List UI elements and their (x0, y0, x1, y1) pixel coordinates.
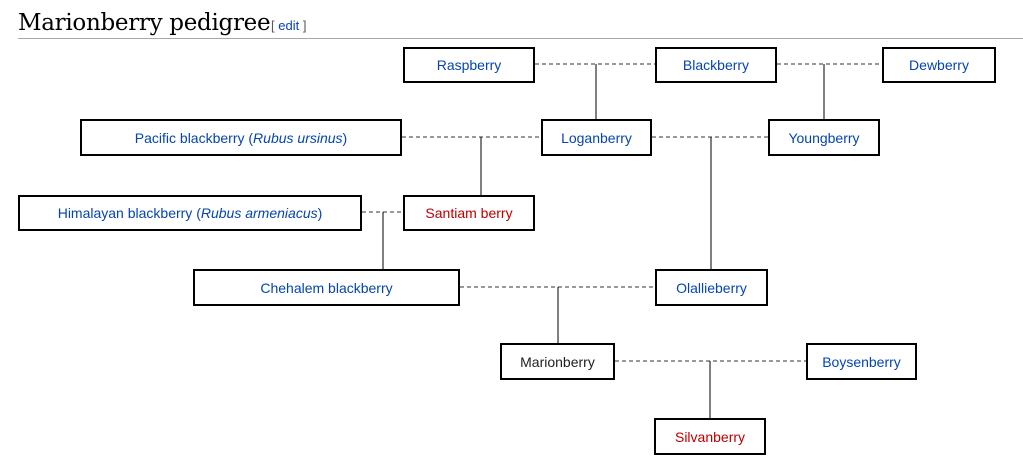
node-olallieberry: Olallieberry (655, 269, 768, 306)
pacific-label-prefix: Pacific blackberry ( (134, 129, 254, 146)
node-loganberry: Loganberry (541, 119, 652, 156)
olallieberry-link[interactable]: Olallieberry (676, 279, 747, 296)
himalayan-blackberry-link[interactable]: Himalayan blackberry (Rubus armeniacus) (58, 205, 323, 221)
node-blackberry: Blackberry (655, 47, 777, 83)
node-chehalem-blackberry: Chehalem blackberry (193, 269, 460, 306)
node-boysenberry: Boysenberry (806, 343, 917, 380)
blackberry-link[interactable]: Blackberry (682, 57, 750, 73)
pacific-species-name: Rubus ursinus (253, 129, 343, 146)
node-silvanberry: Silvanberry (654, 418, 766, 455)
pacific-blackberry-link[interactable]: Pacific blackberry (Rubus ursinus) (135, 130, 347, 146)
edit-section: [ edit ] (271, 18, 306, 33)
page-title: Marionberry pedigree (18, 10, 271, 36)
pacific-label-suffix: ) (342, 129, 348, 146)
boysenberry-link[interactable]: Boysenberry (822, 353, 901, 370)
loganberry-link[interactable]: Loganberry (561, 129, 632, 146)
santiam-berry-link[interactable]: Santiam berry (425, 205, 513, 221)
silvanberry-link[interactable]: Silvanberry (674, 428, 746, 445)
marionberry-label: Marionberry (520, 353, 595, 370)
section-heading: Marionberry pedigree [ edit ] (18, 4, 1023, 39)
node-pacific-blackberry: Pacific blackberry (Rubus ursinus) (80, 119, 402, 156)
node-himalayan-blackberry: Himalayan blackberry (Rubus armeniacus) (18, 195, 362, 231)
edit-bracket-close: ] (299, 18, 307, 33)
chehalem-blackberry-link[interactable]: Chehalem blackberry (260, 279, 393, 296)
node-santiam-berry: Santiam berry (403, 195, 535, 231)
youngberry-link[interactable]: Youngberry (788, 129, 860, 146)
node-dewberry: Dewberry (882, 47, 996, 83)
dewberry-link[interactable]: Dewberry (909, 57, 969, 73)
node-raspberry: Raspberry (403, 47, 535, 83)
edit-bracket-open: [ (271, 18, 279, 33)
himalayan-species-name: Rubus armeniacus (200, 205, 318, 221)
node-youngberry: Youngberry (768, 119, 880, 156)
himalayan-label-prefix: Himalayan blackberry ( (57, 205, 201, 221)
edit-link[interactable]: edit (278, 18, 300, 33)
himalayan-label-suffix: ) (317, 205, 323, 221)
raspberry-link[interactable]: Raspberry (436, 57, 502, 73)
node-marionberry: Marionberry (500, 343, 615, 380)
